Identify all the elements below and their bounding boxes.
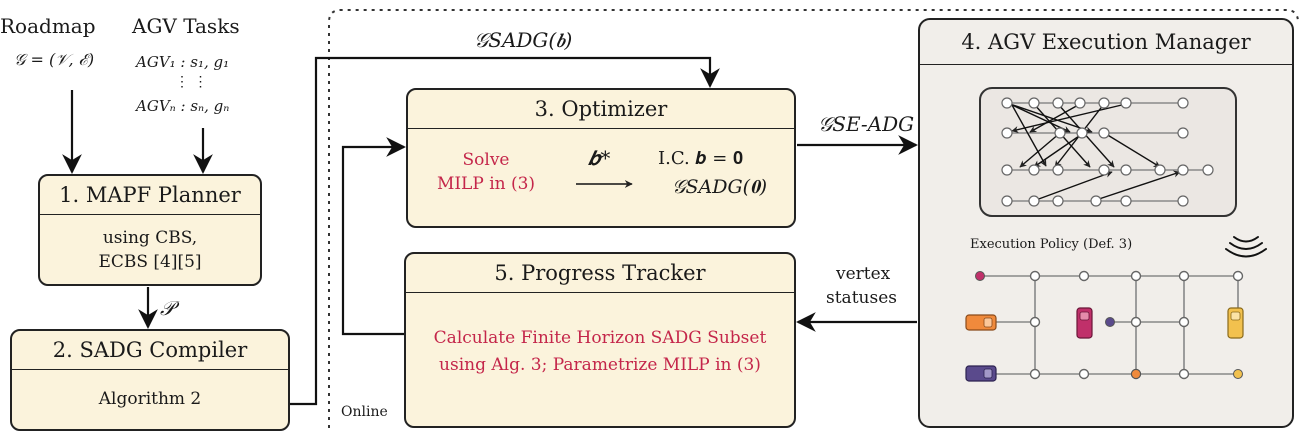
optimizer-title: 3. Optimizer [408, 90, 794, 129]
progress-tracker-line2: using Alg. 3; Parametrize MILP in (3) [439, 355, 761, 375]
progress-tracker-box: 5. Progress Tracker Calculate Finite Hor… [404, 252, 796, 428]
task-first: AGV₁ : s₁, g₁ [136, 53, 230, 71]
progress-tracker-title: 5. Progress Tracker [406, 254, 794, 293]
online-region-border [328, 9, 1299, 428]
agv-tasks-label: AGV Tasks [132, 14, 240, 38]
optimizer-bstar: 𝒃* [588, 146, 611, 170]
mapf-planner-line2: ECBS [4][5] [98, 252, 202, 272]
vertex-label-2: statuses [826, 288, 897, 308]
goal-marker-orange [1131, 369, 1141, 379]
sadg-b-label: 𝒢SADG(𝒃) [474, 28, 573, 52]
agv-yellow-icon [1227, 307, 1244, 339]
progress-tracker-line1: Calculate Finite Horizon SADG Subset [433, 328, 767, 348]
agv-magenta-icon [1076, 307, 1093, 339]
sadg-compiler-box: 2. SADG Compiler Algorithm 2 [10, 329, 290, 431]
goal-marker-purple [1105, 317, 1115, 327]
task-dots: ⋮ ⋮ [175, 74, 208, 90]
vertex-label-1: vertex [836, 264, 891, 284]
goal-marker-yellow [1233, 369, 1243, 379]
optimizer-box: 3. Optimizer Solve MILP in (3) 𝒃* I.C. 𝒃… [406, 88, 796, 228]
agv-execution-manager-box: 4. AGV Execution Manager [918, 18, 1294, 428]
sadg-arrow [290, 56, 720, 406]
task-last: AGVₙ : sₙ, gₙ [136, 97, 230, 115]
feedback-arrow [341, 137, 406, 336]
mapf-planner-line1: using CBS, [102, 228, 198, 248]
mapf-planner-title: 1. MAPF Planner [40, 176, 260, 215]
goal-marker-magenta [975, 271, 985, 281]
optimizer-ic-line1: I.C. 𝒃 = 𝟎 [658, 148, 744, 169]
roadmap-formula: 𝒢 = (𝒱, ℰ) [14, 50, 95, 69]
agv-purple-icon [965, 365, 997, 382]
se-adg-label: 𝒢SE-ADG [818, 112, 915, 136]
optimizer-solve-line2: MILP in (3) [436, 174, 536, 194]
online-label: Online [341, 404, 388, 420]
sadg-compiler-title: 2. SADG Compiler [12, 331, 288, 370]
execution-policy-label: Execution Policy (Def. 3) [970, 237, 1133, 252]
roadmap-label: Roadmap [0, 14, 96, 38]
mapf-planner-box: 1. MAPF Planner using CBS, ECBS [4][5] [38, 174, 262, 286]
optimizer-solve-line1: Solve [462, 150, 510, 170]
broadcast-icon [1225, 236, 1267, 258]
agv-orange-icon [965, 314, 997, 331]
agv-execution-manager-title: 4. AGV Execution Manager [920, 20, 1292, 65]
se-adg-graph [1001, 97, 1214, 207]
plan-symbol: 𝒫 [160, 296, 175, 320]
optimizer-ic-line2: 𝒢SADG(𝟎) [672, 176, 768, 198]
sadg-compiler-body: Algorithm 2 [98, 389, 202, 409]
